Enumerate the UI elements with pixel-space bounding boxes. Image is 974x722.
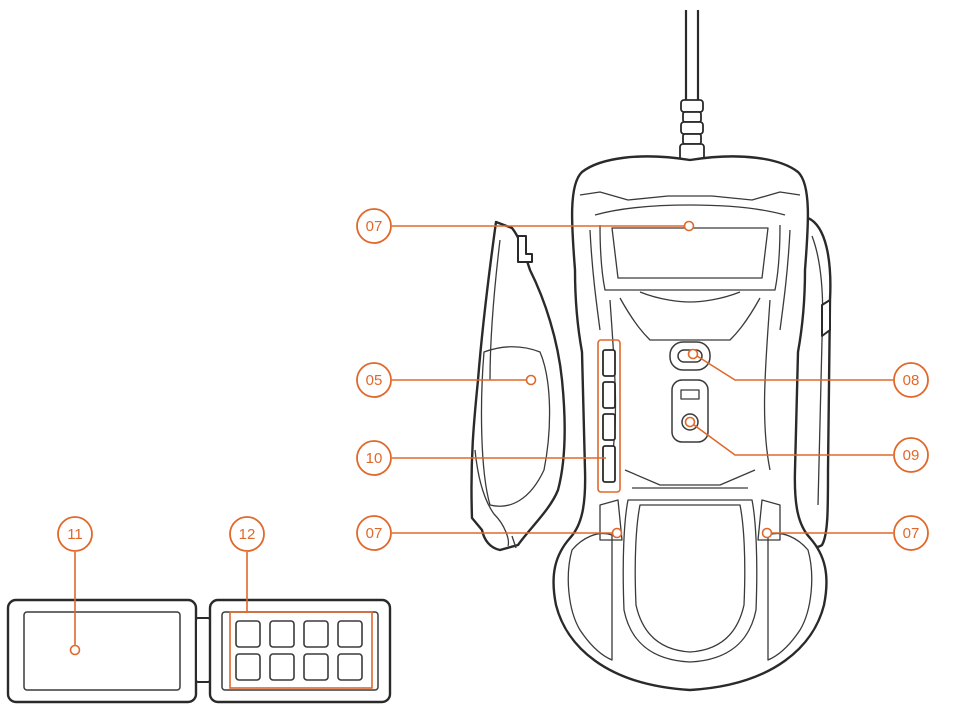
callout-targets [69,220,773,656]
callout-11: 11 [57,516,93,552]
callout-07-bottom-left: 07 [356,515,392,551]
callout-label: 09 [903,447,920,464]
callout-08: 08 [893,362,929,398]
leader-lines [74,225,893,646]
callout-10: 10 [356,440,392,476]
callout-05: 05 [356,362,392,398]
callout-label: 08 [903,372,920,389]
callout-label: 07 [366,525,383,542]
nameplate [6,598,198,704]
callout-label: 12 [239,526,256,543]
callout-07-bottom-right: 07 [893,515,929,551]
callout-label: 05 [366,372,383,389]
callout-label: 07 [366,218,383,235]
callout-label: 10 [366,450,383,467]
callout-09: 09 [893,437,929,473]
button-panel [208,598,392,704]
side-button-strip [597,339,621,493]
callout-label: 11 [67,526,83,543]
callout-12: 12 [229,516,265,552]
usb-cable [679,10,705,163]
left-side-grip [470,220,566,552]
callout-label: 07 [903,525,920,542]
callout-07-top: 07 [356,208,392,244]
